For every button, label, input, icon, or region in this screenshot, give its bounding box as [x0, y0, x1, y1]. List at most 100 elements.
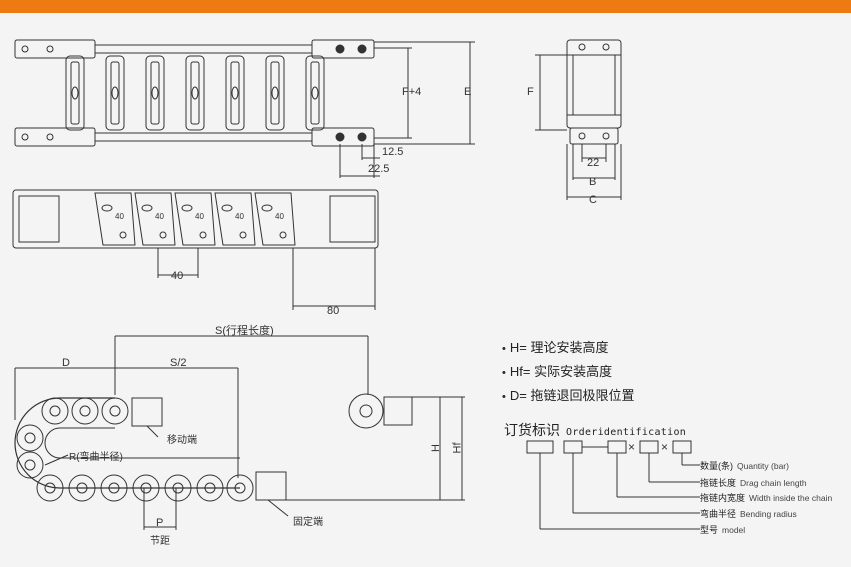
chain-end-view: [535, 39, 622, 200]
caption-cn: 拖链长度: [700, 478, 737, 488]
fixed-end-label: 固定端: [293, 517, 323, 528]
chain-link-pin: [172, 482, 184, 494]
chain-link-circle: [132, 474, 160, 502]
hf-label: Hf: [451, 442, 464, 454]
chain-link-circle: [68, 474, 96, 502]
caption-en: Quantity (bar): [737, 461, 789, 471]
caption-en: Width inside the chain: [749, 493, 833, 503]
legend-text-hf: Hf= 实际安装高度: [509, 364, 613, 379]
chain-link-circle: [41, 397, 69, 425]
legend-item-hf: •Hf= 实际安装高度: [502, 361, 612, 380]
cross-link-slot: [230, 61, 240, 125]
chain-link-pin: [76, 482, 88, 494]
chain-link-circle: [196, 474, 224, 502]
caption-cn: 型号: [700, 525, 719, 535]
link-logo: [239, 231, 247, 239]
link-logo: [199, 231, 207, 239]
link-plate: [214, 192, 256, 246]
link-mark-text: 40: [115, 212, 124, 221]
chain-link-circle: [164, 474, 192, 502]
cross-link-hole: [271, 86, 279, 100]
caption-en: Drag chain length: [740, 478, 807, 488]
link-plate-hole: [261, 204, 273, 212]
chain-link-pin: [234, 482, 246, 494]
cross-link-hole: [111, 86, 119, 100]
dim-f4-label: F+4: [402, 86, 422, 98]
moving-end-label: 移动端: [167, 435, 197, 446]
chain-link-circle: [16, 451, 44, 479]
cross-link: [305, 55, 325, 131]
chain-link-circle: [100, 474, 128, 502]
cross-link-slot: [110, 61, 120, 125]
link-logo: [119, 231, 127, 239]
order-separator: ×: [628, 440, 636, 454]
link-mark-text: 40: [275, 212, 284, 221]
caption-cn: 拖链内宽度: [700, 493, 746, 503]
link-plate-hole: [141, 204, 153, 212]
chain-link-circle: [101, 397, 129, 425]
s-half-label: S/2: [170, 357, 187, 369]
chain-link-pin: [108, 482, 120, 494]
link-plate: [94, 192, 136, 246]
chain-link-pin: [44, 482, 56, 494]
cross-link-slot: [190, 61, 200, 125]
top-accent-bar: [0, 0, 851, 13]
order-code-boxes: [526, 440, 700, 530]
link-plate-hole: [181, 204, 193, 212]
caption-quantity: 数量(条) Quantity (bar): [700, 459, 789, 472]
cross-link-slot: [150, 61, 160, 125]
dim-22-label: 22: [587, 157, 600, 169]
cross-link-slot: [270, 61, 280, 125]
link-mark-text: 40: [195, 212, 204, 221]
h-label: H: [429, 444, 442, 452]
installation-diagram: [14, 335, 465, 530]
link-plate: [174, 192, 216, 246]
cross-link-slot: [70, 61, 80, 125]
legend-text-d: D= 拖链退回极限位置: [509, 388, 635, 403]
link-plate: [254, 192, 296, 246]
chain-link-pin: [109, 405, 121, 417]
chain-link-circle: [16, 424, 44, 452]
bending-radius-label: R(弯曲半径): [69, 452, 123, 463]
chain-side-view: 40 40 40 40 40: [12, 189, 379, 310]
pitch-label: 节距: [150, 536, 170, 547]
cross-link-hole: [311, 86, 319, 100]
link-logo: [279, 231, 287, 239]
chain-link-circle: [36, 474, 64, 502]
legend-bullet: •: [502, 391, 506, 403]
link-mark-text: 40: [155, 212, 164, 221]
cross-link: [105, 55, 125, 131]
chain-link-pin: [140, 482, 152, 494]
link-mark-text: 40: [235, 212, 244, 221]
chain-link-pin: [79, 405, 91, 417]
cross-link-hole: [151, 86, 159, 100]
order-separator: ×: [661, 440, 669, 454]
link-plate-hole: [101, 204, 113, 212]
legend-item-h: •H= 理论安装高度: [502, 337, 608, 356]
caption-cn: 弯曲半径: [700, 509, 737, 519]
dim-c-label: C: [589, 194, 597, 206]
dim-f-label: F: [527, 86, 534, 98]
dim-e-label: E: [464, 86, 472, 98]
link-plate: [134, 192, 176, 246]
pitch-p-label: P: [156, 517, 164, 529]
dim-22-5-label: 22.5: [368, 163, 390, 175]
chain-top-view: [14, 39, 475, 178]
caption-cn: 数量(条): [700, 461, 733, 471]
chain-link-pin: [49, 405, 61, 417]
cross-link: [145, 55, 165, 131]
chain-link-pin: [204, 482, 216, 494]
legend-bullet: •: [502, 343, 506, 355]
legend-text-h: H= 理论安装高度: [509, 340, 609, 355]
cross-link-hole: [191, 86, 199, 100]
chain-link-pin: [24, 432, 36, 444]
order-title-en: Orderidentification: [566, 427, 687, 438]
cross-link: [265, 55, 285, 131]
dim-12-5-label: 12.5: [382, 146, 404, 158]
dim-40-label: 40: [171, 270, 184, 282]
